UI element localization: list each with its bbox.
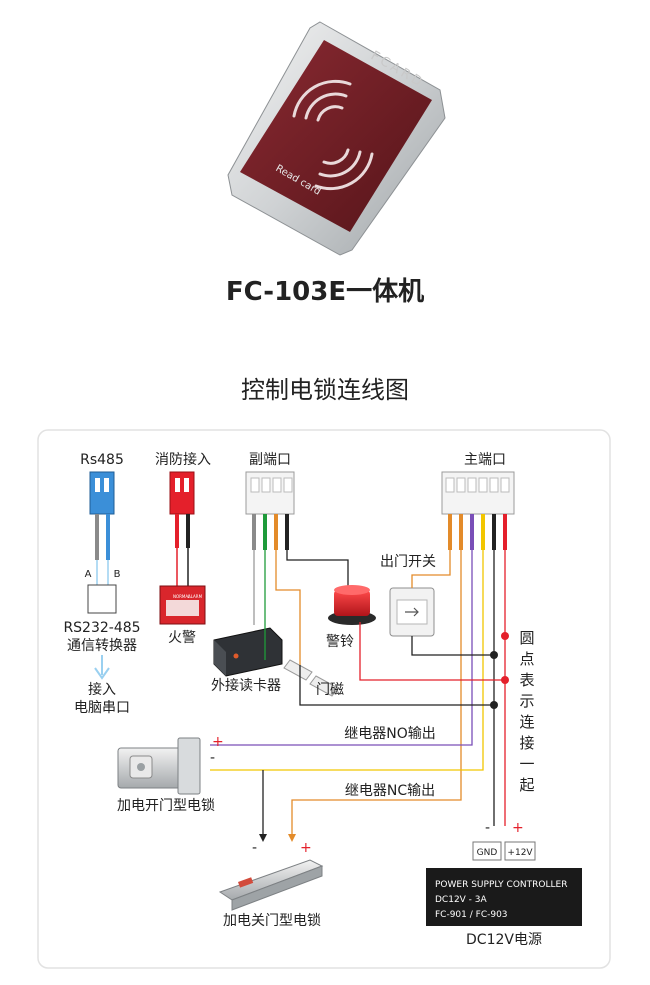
dot-note-char: 连 [519, 713, 534, 731]
junction-dot [490, 701, 498, 709]
fire-alarm-alarm-text: ALARM [188, 594, 203, 599]
main-connector [441, 471, 515, 550]
lock-open-device [117, 737, 201, 795]
arrow-down-icon [94, 655, 110, 680]
v12-label: +12V [507, 848, 533, 858]
power-supply-box [426, 868, 582, 926]
relay-nc-label: 继电器NC输出 [345, 783, 435, 799]
plus-sign: + [212, 734, 224, 750]
dot-note: 圆 点 表 示 连 接 一 起 [519, 629, 534, 794]
power-supply-line2: DC12V - 3A [435, 895, 488, 905]
port-label-rs485: Rs485 [80, 452, 124, 468]
reader-face [240, 40, 432, 232]
fire-alarm-device: NORMAL ALARM [159, 585, 206, 625]
arrow-down-icon [288, 834, 296, 842]
power-source-label: DC12V电源 [466, 932, 542, 948]
product-title: FC-103E一体机 [226, 277, 424, 307]
pc-label-2: 电脑串口 [74, 700, 130, 716]
power-supply-line3: FC-901 / FC-903 [435, 910, 508, 920]
dot-note-char: 示 [519, 692, 534, 710]
arrow-down-icon [259, 834, 267, 842]
diagram-panel [37, 429, 611, 969]
dot-note-char: 圆 [519, 629, 534, 647]
lock-close-device [218, 859, 324, 911]
door-sensor-label: 门磁 [316, 682, 344, 698]
junction-dot [490, 651, 498, 659]
port-label-fire: 消防接入 [155, 451, 211, 468]
rfid-waves-icon [292, 79, 374, 191]
pc-label-1: 接入 [88, 681, 116, 698]
card-reader-device: FCARD Read card [227, 21, 446, 256]
converter-box [87, 584, 117, 614]
exit-button-device [389, 587, 435, 637]
power-supply-line1: POWER SUPPLY CONTROLLER [435, 880, 567, 890]
minus-sign: - [485, 820, 490, 836]
diagram-title: 控制电锁连线图 [241, 376, 409, 404]
label-a: A [85, 569, 92, 580]
dot-note-char: 一 [519, 755, 534, 773]
v12-terminal [504, 841, 536, 861]
relay-no-label: 继电器NO输出 [344, 726, 436, 742]
converter-label-2: 通信转换器 [67, 637, 137, 654]
plus-sign: + [512, 820, 524, 836]
dot-note-char: 起 [519, 776, 534, 794]
junction-dot [501, 676, 509, 684]
lock-open-label: 加电开门型电锁 [117, 798, 215, 814]
external-reader-label: 外接读卡器 [211, 677, 281, 694]
rs485-connector [89, 471, 115, 585]
plus-sign: + [300, 840, 312, 856]
label-b: B [114, 569, 121, 580]
junction-dot [501, 632, 509, 640]
gnd-label: GND [477, 848, 498, 858]
converter-label-1: RS232-485 [63, 620, 140, 636]
fire-connector [169, 471, 195, 586]
door-sensor-device [283, 659, 339, 697]
gnd-terminal [472, 841, 502, 861]
minus-sign: - [210, 750, 215, 766]
dot-note-char: 点 [519, 650, 534, 668]
port-label-main: 主端口 [464, 452, 506, 468]
buzzer-device [328, 585, 376, 625]
buzzer-label: 警铃 [326, 634, 354, 650]
port-label-aux: 副端口 [249, 452, 291, 468]
dot-note-char: 表 [519, 671, 534, 689]
dot-note-char: 接 [519, 734, 534, 752]
exit-button-label: 出门开关 [380, 554, 436, 570]
fire-alarm-normal-text: NORMAL [173, 594, 191, 599]
minus-sign: - [252, 840, 257, 856]
lock-close-label: 加电关门型电锁 [223, 913, 321, 929]
aux-connector [245, 471, 295, 550]
fire-alarm-label: 火警 [168, 630, 196, 646]
